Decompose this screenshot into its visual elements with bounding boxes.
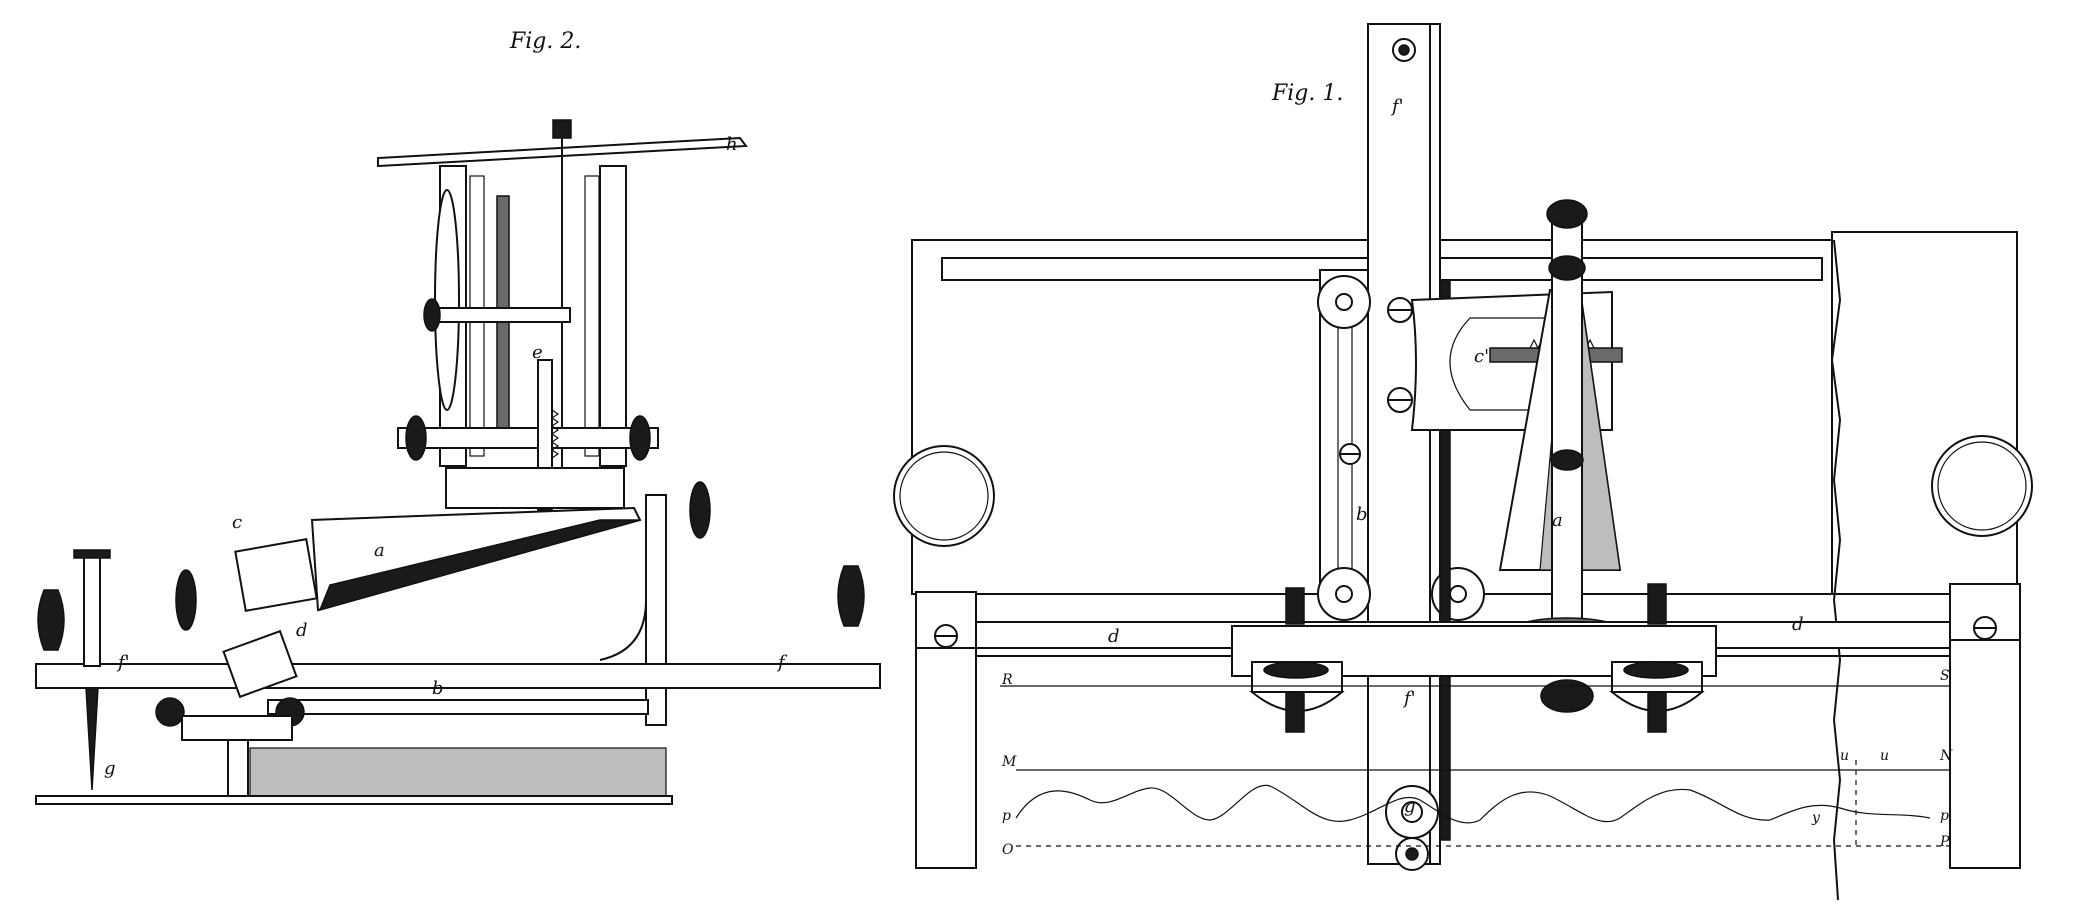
figure-1: Fig. 1. xyxy=(893,23,2033,901)
fig1-roller-bottom-right-hub xyxy=(1449,585,1467,603)
fig1-u-bracket-inner xyxy=(1449,317,1552,411)
fig2-carriage-block xyxy=(181,715,293,741)
fig1-left-screw-bottom xyxy=(1285,691,1305,733)
fig2-pen-post xyxy=(83,555,101,667)
fig1-label-d-right: d xyxy=(1792,614,1804,635)
fig2-label-g: g xyxy=(104,758,116,779)
fig1-label-S: S xyxy=(1940,668,1950,684)
fig2-base-post xyxy=(227,739,249,803)
fig1-right-screw-top xyxy=(1647,583,1667,625)
fig2-top-knob xyxy=(552,119,572,139)
fig2-pen-tip xyxy=(85,687,99,791)
fig1-roller-top-left-hub xyxy=(1335,293,1353,311)
fig2-label-c: c xyxy=(232,512,242,533)
fig2-cone-shading xyxy=(318,519,641,612)
fig2-handle-right xyxy=(837,565,865,627)
fig1-label-M: M xyxy=(1001,754,1017,770)
fig2-pen-cap xyxy=(73,549,111,559)
fig2-label-f-prime: f' xyxy=(116,652,130,673)
fig2-cone-pulley xyxy=(175,569,197,631)
fig1-label-c-prime: c' xyxy=(1474,346,1489,367)
fig1-right-cylinder xyxy=(1931,435,2033,537)
fig2-cone-head xyxy=(234,538,318,612)
fig1-label-p-left: p xyxy=(1002,808,1011,824)
fig1-label-g: g xyxy=(1404,796,1416,817)
figure-2: Fig. 2. xyxy=(35,29,881,805)
fig2-handle-left xyxy=(37,589,65,651)
fig1-left-cylinder xyxy=(893,445,995,547)
fig1-label-f-prime-top: f' xyxy=(1390,96,1404,117)
fig2-disc xyxy=(434,189,460,411)
fig1-trace-curve xyxy=(1015,784,1931,824)
fig1-label-N: N xyxy=(1939,748,1953,764)
fig2-label-a: a xyxy=(374,540,385,561)
fig2-main-bar xyxy=(35,663,881,689)
fig1-label-u-right: u xyxy=(1880,748,1889,764)
fig1-vertical-bar xyxy=(1367,23,1441,865)
fig1-label-y: y xyxy=(1811,810,1821,826)
fig2-right-curve xyxy=(599,599,647,661)
fig2-base-plate xyxy=(35,795,673,805)
fig1-cone-spindle xyxy=(1551,219,1583,661)
fig1-break-line xyxy=(1830,239,1842,901)
fig2-bar-b xyxy=(267,699,649,715)
fig1-label-b: b xyxy=(1356,504,1368,525)
fig1-label-u-left: u xyxy=(1840,748,1849,764)
fig1-label-O: O xyxy=(1002,842,1014,858)
fig1-g-roller-hub xyxy=(1401,801,1423,823)
fig2-label-h: h xyxy=(726,134,738,155)
fig2-frame-right xyxy=(599,165,627,467)
fig1-label-f-prime-bottom: f' xyxy=(1402,688,1416,709)
fig1-bottom-pulley xyxy=(1540,679,1594,713)
fig2-shaft-upper xyxy=(429,307,571,323)
fig2-frame-inner-right xyxy=(584,175,600,457)
fig1-label-R: R xyxy=(1001,672,1013,688)
fig2-pulley-right xyxy=(629,415,651,461)
fig1-top-pulley-2 xyxy=(1548,255,1586,281)
fig1-right-panel xyxy=(1831,231,2018,595)
fig2-frame-base xyxy=(445,467,625,509)
fig1-right-wheel xyxy=(1623,661,1689,679)
fig2-label-e: e xyxy=(532,342,543,363)
fig2-label-d: d xyxy=(296,620,308,641)
fig1-roller-bottom-left-hub xyxy=(1335,585,1353,603)
fig2-rack-teeth xyxy=(550,409,560,459)
fig2-shaft-lower xyxy=(397,427,659,449)
fig1-top-pulley xyxy=(1546,199,1588,229)
fig1-label-P: P xyxy=(1939,834,1950,850)
fig1-bar-top-bolt-core xyxy=(1398,44,1410,56)
fig1-caption: Fig. 1. xyxy=(1271,81,1343,106)
fig1-right-cylinder-inner xyxy=(1937,441,2027,531)
fig2-carriage xyxy=(222,629,298,699)
fig1-mid-pulley xyxy=(1550,449,1584,471)
fig1-g-bottom-bolt-core xyxy=(1405,847,1419,861)
fig2-right-bracket xyxy=(645,494,667,726)
fig2-label-b: b xyxy=(432,678,444,699)
fig1-left-screw-top xyxy=(1285,587,1305,625)
fig1-screw-rod xyxy=(1439,279,1451,841)
fig1-left-cylinder-inner xyxy=(899,451,989,541)
fig2-base-block xyxy=(249,747,667,801)
fig2-pulley-upper xyxy=(423,298,441,332)
fig1-right-screw-bottom xyxy=(1647,691,1667,733)
fig2-cone-pulley-far xyxy=(689,481,711,539)
fig2-pulley-left xyxy=(405,415,427,461)
fig1-label-a: a xyxy=(1552,510,1563,531)
fig2-wheel-left xyxy=(155,697,185,727)
fig1-label-d-left: d xyxy=(1108,626,1120,647)
fig2-caption: Fig. 2. xyxy=(509,29,581,54)
fig1-left-wheel xyxy=(1263,661,1329,679)
fig1-label-p-right: p xyxy=(1940,808,1949,824)
